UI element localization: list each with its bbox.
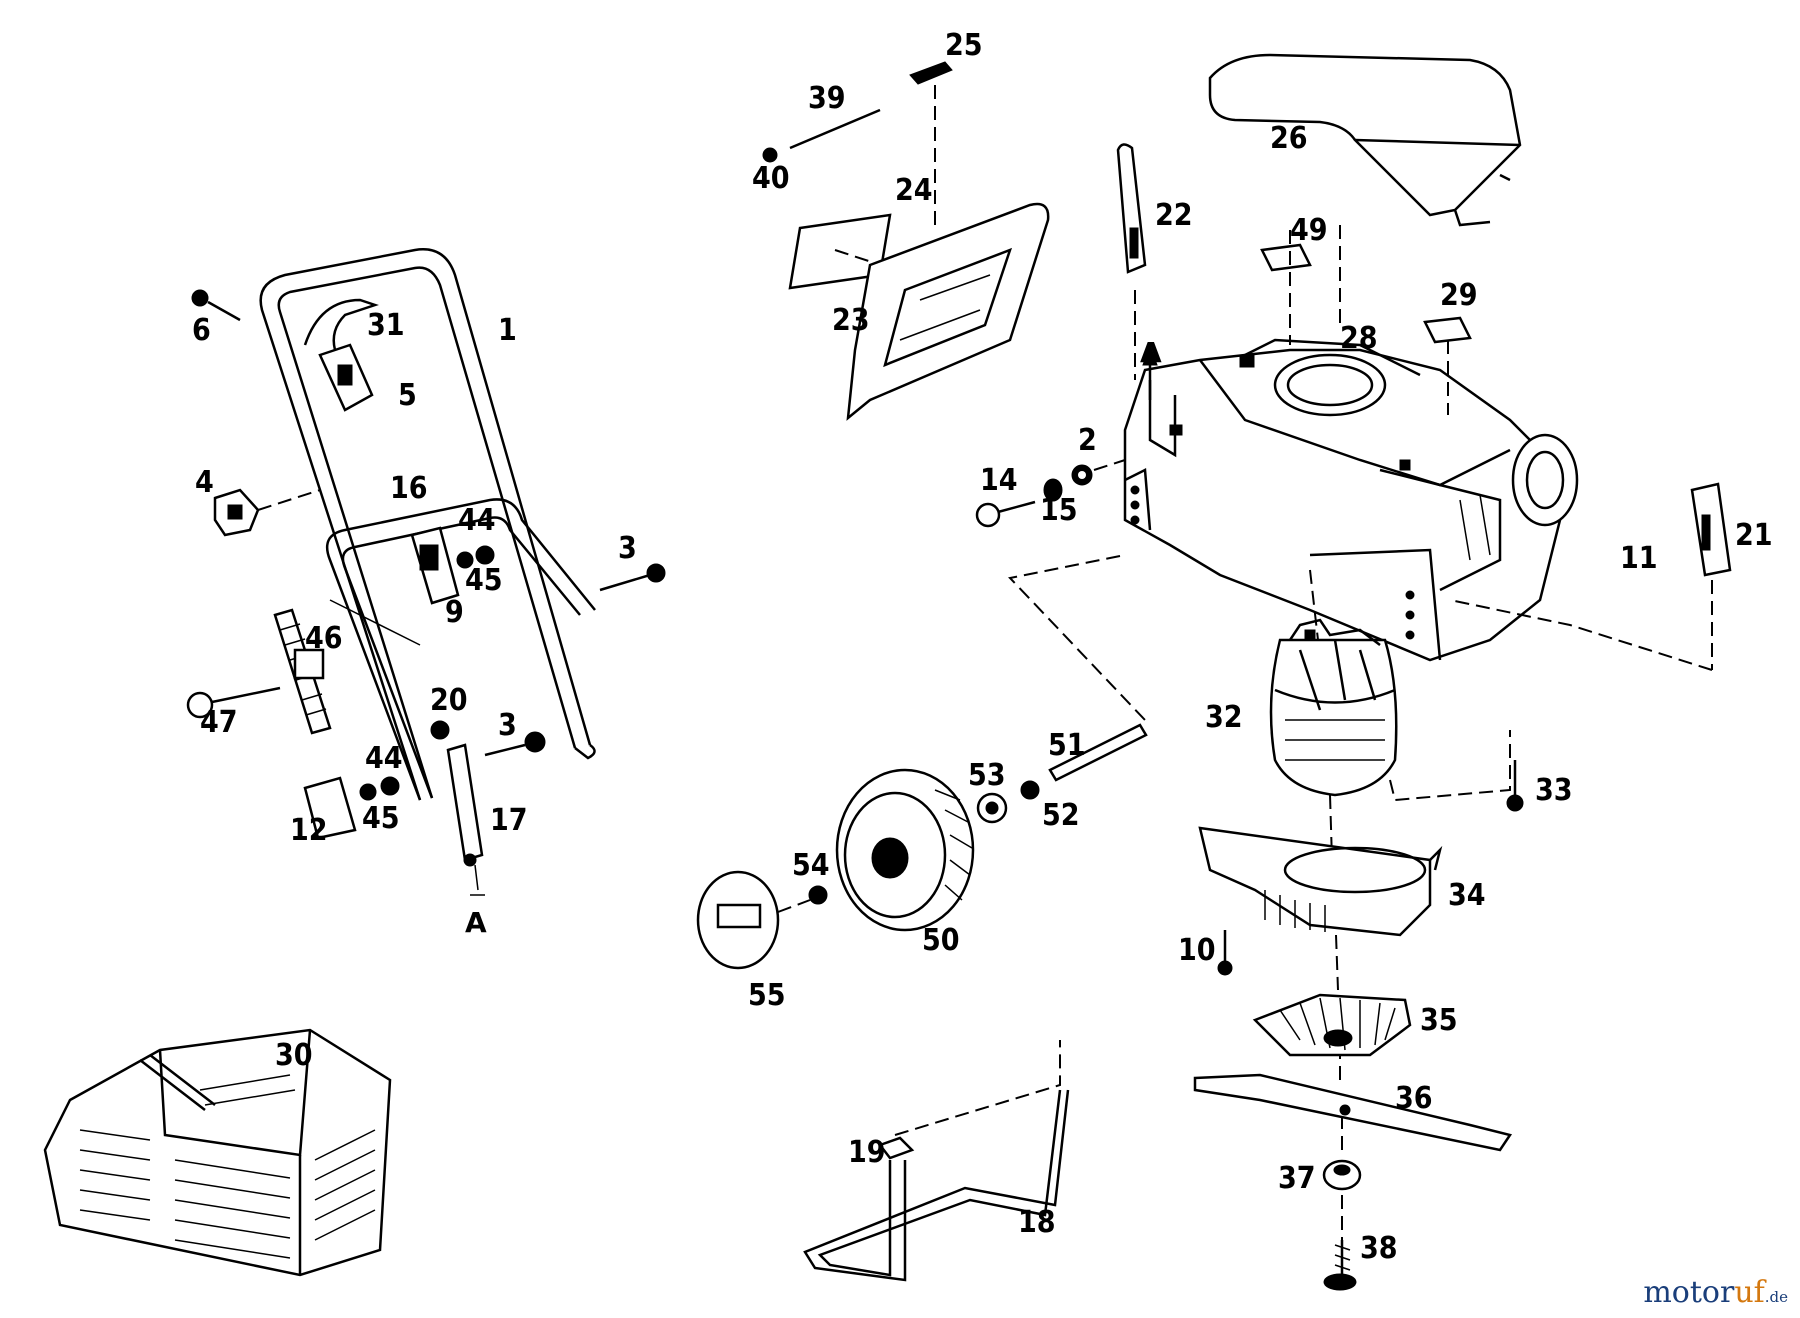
- part-label-45b: 45: [362, 801, 400, 836]
- washers-44-45-top: [456, 545, 495, 569]
- part-label-37: 37: [1278, 1161, 1316, 1196]
- part-label-4: 4: [195, 465, 214, 500]
- part-label-18: 18: [1018, 1205, 1056, 1240]
- ref-label-a-bottom: A: [465, 906, 487, 939]
- cover-26: [1208, 53, 1522, 227]
- bolt-3-top: [599, 563, 666, 592]
- upper-handle: [259, 248, 596, 801]
- switch-box-9: [410, 526, 460, 605]
- axle-arrow-a: [1142, 343, 1158, 400]
- part-label-5: 5: [398, 378, 417, 413]
- motor-32: [1269, 618, 1398, 797]
- part-label-39: 39: [808, 81, 846, 116]
- part-label-23: 23: [832, 303, 870, 338]
- bushing-53: [976, 792, 1008, 824]
- part-label-21: 21: [1735, 518, 1773, 553]
- hub-37: [1322, 1159, 1362, 1191]
- part-label-14: 14: [980, 463, 1018, 498]
- part-label-10: 10: [1178, 933, 1216, 968]
- part-label-33: 33: [1535, 773, 1573, 808]
- part-label-15: 15: [1040, 493, 1078, 528]
- washer-20: [430, 720, 450, 740]
- rod-39: [762, 108, 881, 163]
- part-label-49: 49: [1290, 213, 1328, 248]
- part-label-38: 38: [1360, 1231, 1398, 1266]
- part-label-1: 1: [498, 313, 517, 348]
- part-label-3b: 3: [498, 708, 517, 743]
- part-label-40: 40: [752, 161, 790, 196]
- screw-33: [1506, 760, 1524, 812]
- nut-2: [1071, 459, 1126, 486]
- washers-44-45-bottom: [359, 776, 400, 801]
- part-label-17: 17: [490, 803, 528, 838]
- rear-flap-23: [846, 202, 1050, 421]
- part-label-36: 36: [1395, 1081, 1433, 1116]
- part-label-3a: 3: [618, 531, 637, 566]
- part-label-51: 51: [1048, 728, 1086, 763]
- wheel-50: [835, 768, 975, 932]
- part-label-55: 55: [748, 978, 786, 1013]
- blade-carrier-34: [1198, 826, 1443, 937]
- part-label-54: 54: [792, 848, 830, 883]
- blade-36: [1193, 1073, 1513, 1152]
- part-label-30: 30: [275, 1038, 313, 1073]
- part-label-53: 53: [968, 758, 1006, 793]
- clip-25: [909, 61, 953, 225]
- part-label-29: 29: [1440, 278, 1478, 313]
- lever-22: [1116, 143, 1147, 274]
- part-label-28: 28: [1340, 321, 1378, 356]
- part-label-50: 50: [922, 923, 960, 958]
- bolt-3-bottom: [484, 731, 546, 757]
- part-label-31: 31: [367, 308, 405, 343]
- part-label-6: 6: [192, 313, 211, 348]
- axle-51: [1048, 723, 1148, 782]
- bolt-47: [186, 686, 281, 719]
- decal-49: [1260, 243, 1312, 272]
- part-label-9: 9: [445, 595, 464, 630]
- rear-support-18: [803, 1040, 1070, 1282]
- part-label-44a: 44: [458, 503, 496, 538]
- part-label-26: 26: [1270, 121, 1308, 156]
- nut-54: [808, 885, 828, 905]
- part-label-11: 11: [1620, 541, 1658, 576]
- part-label-24: 24: [895, 173, 933, 208]
- part-label-34: 34: [1448, 878, 1486, 913]
- bolt-6: [191, 289, 241, 322]
- washer-15: [1043, 478, 1063, 502]
- latch-21: [1449, 482, 1732, 671]
- grass-box-30: [43, 1028, 392, 1277]
- ref-label-a-top: A: [1140, 336, 1162, 369]
- bolt-14: [975, 500, 1036, 528]
- part-label-35: 35: [1420, 1003, 1458, 1038]
- part-label-22: 22: [1155, 198, 1193, 233]
- part-label-32: 32: [1205, 700, 1243, 735]
- part-label-12: 12: [290, 813, 328, 848]
- washer-52: [1020, 780, 1040, 800]
- part-label-47: 47: [200, 705, 238, 740]
- spring-46: [273, 608, 332, 735]
- part-label-46: 46: [305, 621, 343, 656]
- mower-deck-housing: [1123, 338, 1579, 662]
- part-label-19: 19: [848, 1135, 886, 1170]
- knob-4: [213, 488, 321, 537]
- part-label-20: 20: [430, 683, 468, 718]
- screw-10: [1217, 930, 1233, 976]
- part-label-45a: 45: [465, 563, 503, 598]
- part-label-52: 52: [1042, 798, 1080, 833]
- hubcap-55: [696, 870, 811, 970]
- bolt-38: [1323, 1240, 1357, 1291]
- motoruf-logo: motoruf.de: [1643, 1275, 1788, 1310]
- clip-19: [877, 1136, 915, 1160]
- fan-35: [1252, 993, 1412, 1057]
- part-label-25: 25: [945, 28, 983, 63]
- part-label-16: 16: [390, 471, 428, 506]
- part-label-2: 2: [1078, 423, 1097, 458]
- plate-12: [303, 776, 357, 840]
- decal-29: [1423, 316, 1472, 344]
- lever-17: [446, 743, 485, 896]
- cable-clip-31: [303, 298, 379, 412]
- part-label-44b: 44: [365, 741, 403, 776]
